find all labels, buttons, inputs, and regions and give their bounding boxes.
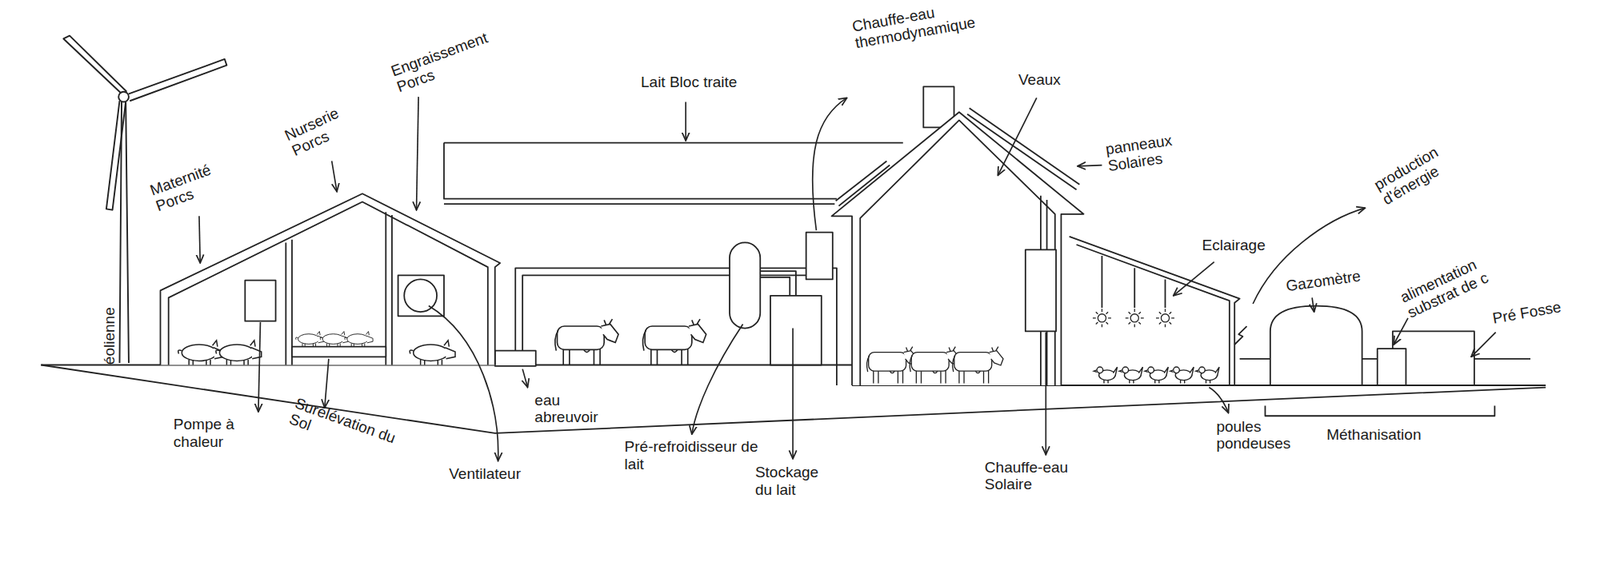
lamps [1092, 308, 1175, 328]
annotation-label: Nurserie Porcs [282, 95, 369, 160]
annotation-label: Lait Bloc traite [640, 73, 815, 91]
annotation-label: Pré-refroidisseur de lait [624, 438, 760, 473]
animals [178, 319, 1220, 384]
annotation-label: Maternité Porcs [148, 155, 236, 216]
annotation-label: Chauffe-eau Solaire [984, 459, 1100, 494]
annotation-label: Pré Fosse [1491, 294, 1585, 328]
annotation-label: panneaux Solaires [1104, 128, 1202, 175]
annotation-label: Ventilateur [448, 465, 561, 483]
annotation-label: Gazomètre [1284, 264, 1384, 296]
annotation-label: Eclairage [1202, 236, 1300, 254]
leader-arrows [199, 96, 1496, 461]
annotation-label: Veaux [1018, 71, 1090, 88]
methanisation-unit [1234, 306, 1531, 417]
annotation-label: Méthanisation [1326, 426, 1480, 444]
annotation-label: production d'énergie [1370, 128, 1476, 209]
annotation-label: Pompe à chaleur [173, 416, 248, 451]
pig-building [160, 193, 500, 365]
annotation-label: poules pondeuses [1216, 418, 1313, 453]
dairy-building [444, 143, 904, 386]
annotation-label: Engraissement Porcs [388, 24, 508, 96]
annotation-label: alimentation substrat de c [1397, 247, 1507, 323]
annotation-label: eau abreuvoir [534, 392, 614, 427]
annotation-label: Surélévation du Sol [287, 395, 399, 464]
hen-house [1069, 236, 1240, 386]
annotation-label: éolienne [100, 264, 118, 365]
annotation-label: Chauffe-eau thermodynamique [851, 0, 990, 52]
annotation-label: Stockage du lait [755, 464, 829, 499]
